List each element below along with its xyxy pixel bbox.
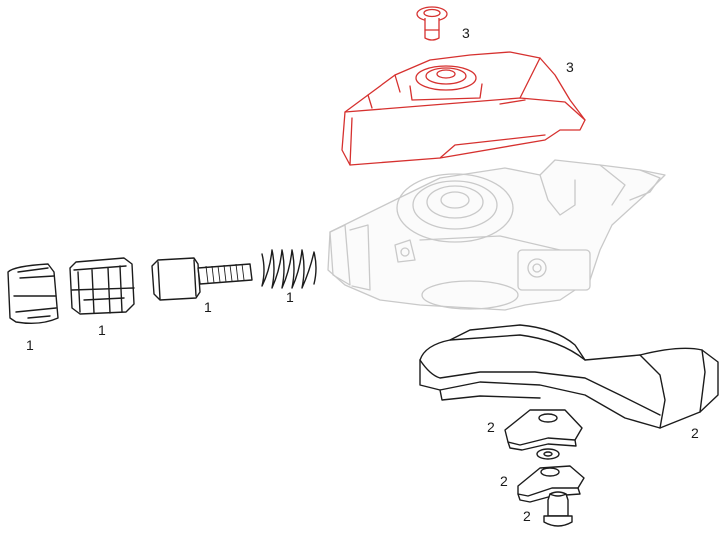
- washer-plate: [517, 465, 585, 503]
- callout-bolt-top: 3: [462, 25, 470, 41]
- callout-cap-end: 1: [26, 337, 34, 353]
- thread-lines: [205, 263, 245, 284]
- top-cover: [341, 51, 586, 166]
- pivot-bolt: [543, 491, 573, 527]
- end-cap: [7, 263, 59, 325]
- barrel-adjuster: [151, 257, 253, 301]
- cover-bolt: [416, 6, 448, 41]
- callout-pawl: 2: [487, 419, 495, 435]
- shifter-body: [327, 159, 666, 311]
- callout-pivot-bolt: 2: [523, 508, 531, 524]
- pawl-plate: [504, 409, 583, 451]
- callout-barrel-adjuster: 1: [204, 299, 212, 315]
- washer: [536, 448, 560, 460]
- callout-washer-plate: 2: [500, 473, 508, 489]
- callout-lever-blade: 2: [691, 425, 699, 441]
- callout-spring: 1: [286, 289, 294, 305]
- adjuster-sleeve: [69, 257, 135, 315]
- callout-adjuster-sleeve: 1: [98, 322, 106, 338]
- callout-cover: 3: [566, 59, 574, 75]
- spring: [261, 249, 317, 289]
- lever-blade: [419, 324, 719, 429]
